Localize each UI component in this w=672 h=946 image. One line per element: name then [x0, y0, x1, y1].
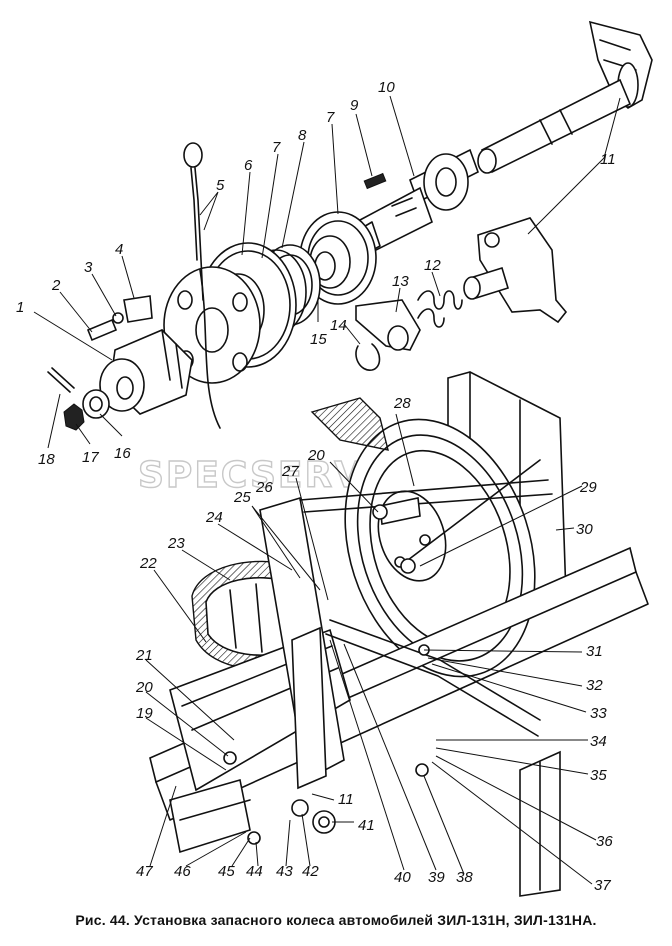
label-16: 16 [114, 445, 131, 462]
label-37: 37 [594, 877, 611, 894]
label-3: 3 [84, 259, 93, 276]
lower-fasteners [247, 504, 430, 845]
label-33: 33 [590, 705, 607, 722]
leader-lines [33, 95, 621, 885]
part-labels: 1 2 3 4 5 6 7 8 7 9 10 11 12 13 14 15 16… [16, 79, 616, 894]
carrier-arm [169, 496, 351, 854]
upper-exploded-parts [47, 20, 653, 431]
label-12: 12 [424, 257, 441, 274]
label-22: 22 [139, 555, 157, 572]
label-35: 35 [590, 767, 607, 784]
label-42: 42 [302, 863, 319, 880]
label-15: 15 [310, 331, 327, 348]
exploded-assembly-drawing: SPECSERVICE [16, 20, 653, 897]
label-24: 24 [205, 509, 223, 526]
label-9: 9 [350, 97, 359, 114]
label-1: 1 [16, 299, 24, 316]
label-26: 26 [255, 479, 273, 496]
label-44: 44 [246, 863, 263, 880]
figure-caption: Рис. 44. Установка запасного колеса авто… [75, 912, 597, 928]
flange-plate [163, 266, 261, 429]
label-4: 4 [115, 241, 123, 258]
lever-spring-group [355, 290, 463, 371]
bolt-plate-group [86, 295, 153, 342]
label-41: 41 [358, 817, 375, 834]
label-6: 6 [244, 157, 253, 174]
label-40: 40 [394, 869, 411, 886]
label-30: 30 [576, 521, 593, 538]
label-43: 43 [276, 863, 293, 880]
label-32: 32 [586, 677, 603, 694]
label-18: 18 [38, 451, 55, 468]
label-5: 5 [216, 177, 225, 194]
label-28: 28 [393, 395, 411, 412]
shaft-assembly [349, 20, 653, 259]
label-47: 47 [136, 863, 153, 880]
label-34: 34 [590, 733, 607, 750]
label-20b: 20 [135, 679, 153, 696]
cable-with-eye [183, 142, 204, 301]
label-21: 21 [135, 647, 153, 664]
upper-bracket [463, 217, 568, 324]
label-23: 23 [167, 535, 185, 552]
lower-assembly [149, 371, 649, 897]
label-20a: 20 [307, 447, 325, 464]
label-29: 29 [579, 479, 597, 496]
label-19: 19 [136, 705, 153, 722]
label-11b: 11 [338, 791, 354, 808]
label-10: 10 [378, 79, 395, 96]
label-36: 36 [596, 833, 613, 850]
label-27: 27 [281, 463, 299, 480]
hub-nut-group [47, 329, 193, 431]
label-25: 25 [233, 489, 251, 506]
label-45: 45 [218, 863, 235, 880]
label-2: 2 [51, 277, 61, 294]
label-13: 13 [392, 273, 409, 290]
label-14: 14 [330, 317, 347, 334]
label-39: 39 [428, 869, 445, 886]
label-7b: 7 [326, 109, 335, 126]
label-11a: 11 [600, 151, 616, 168]
label-31: 31 [586, 643, 603, 660]
label-8: 8 [298, 127, 307, 144]
label-17: 17 [82, 449, 99, 466]
label-38: 38 [456, 869, 473, 886]
label-7a: 7 [272, 139, 281, 156]
label-46: 46 [174, 863, 191, 880]
